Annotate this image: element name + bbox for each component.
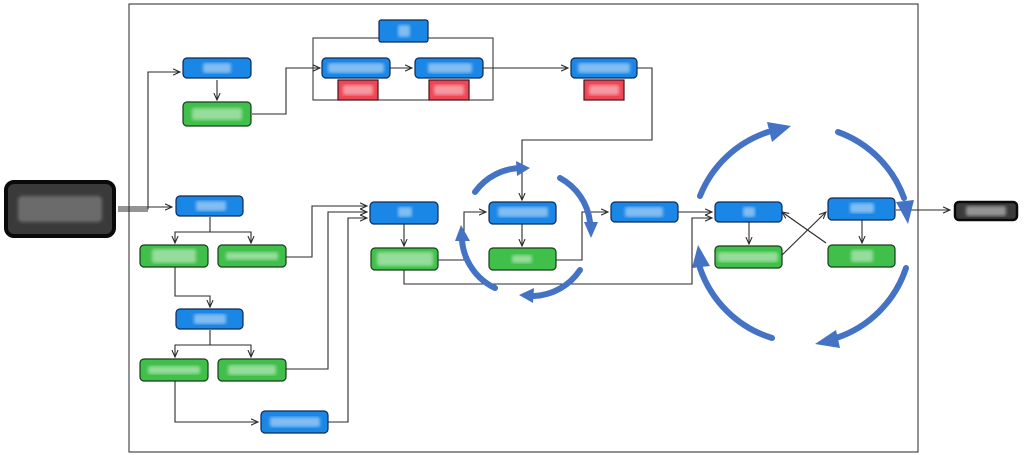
output-node-gB	[714, 245, 783, 269]
edge-b1-to-b2	[175, 217, 211, 243]
edge-b2-to-b3	[174, 267, 210, 307]
process-node-b1	[175, 195, 244, 217]
process-node-a1	[182, 57, 252, 79]
output-node-hB	[827, 244, 896, 268]
process-node-hA	[827, 197, 896, 221]
process-node-g2	[414, 57, 484, 79]
outer-frame	[128, 3, 919, 453]
edge-e2-to-gA	[403, 218, 712, 285]
edge-d2-to-f1	[556, 212, 608, 261]
output-node-b4-left	[139, 358, 209, 382]
edge-gB-to-hA	[779, 212, 826, 258]
edge-b4r-to-e1	[286, 212, 367, 370]
process-node-gA	[714, 201, 783, 223]
edge-hB-to-gA	[782, 212, 827, 244]
edge-start-to-a1	[118, 72, 180, 210]
start-node	[4, 180, 116, 238]
alert-node-g2	[428, 79, 470, 101]
process-node-b5	[260, 410, 329, 434]
end-node	[953, 200, 1019, 222]
output-node-b2-left	[139, 244, 209, 268]
edge-b3-to-b4	[175, 330, 211, 357]
alert-node-g1	[337, 79, 379, 101]
edge-b2r-to-e1	[286, 206, 367, 258]
output-node-b2-right	[217, 244, 287, 268]
connectors	[118, 68, 950, 422]
process-node-f1	[610, 201, 679, 223]
process-node-g1	[321, 57, 391, 79]
cycle-arrows-left	[455, 161, 598, 303]
edge-b5-to-e1	[328, 218, 367, 423]
group-header-node	[378, 19, 429, 43]
output-node-d2	[488, 247, 557, 271]
output-node-a2	[182, 101, 252, 127]
process-node-e1	[369, 201, 439, 225]
output-node-e2	[370, 247, 439, 271]
edge-a2-to-group	[252, 68, 320, 115]
edge-b4-to-b5	[174, 380, 258, 422]
cycle-arrows-right	[692, 122, 914, 348]
edge-c1-to-d1	[522, 67, 653, 200]
process-node-b3	[175, 308, 244, 330]
alert-node-c1	[583, 79, 625, 101]
process-node-d1	[488, 201, 557, 225]
process-node-c1	[570, 57, 638, 79]
output-node-b4-right	[217, 358, 287, 382]
